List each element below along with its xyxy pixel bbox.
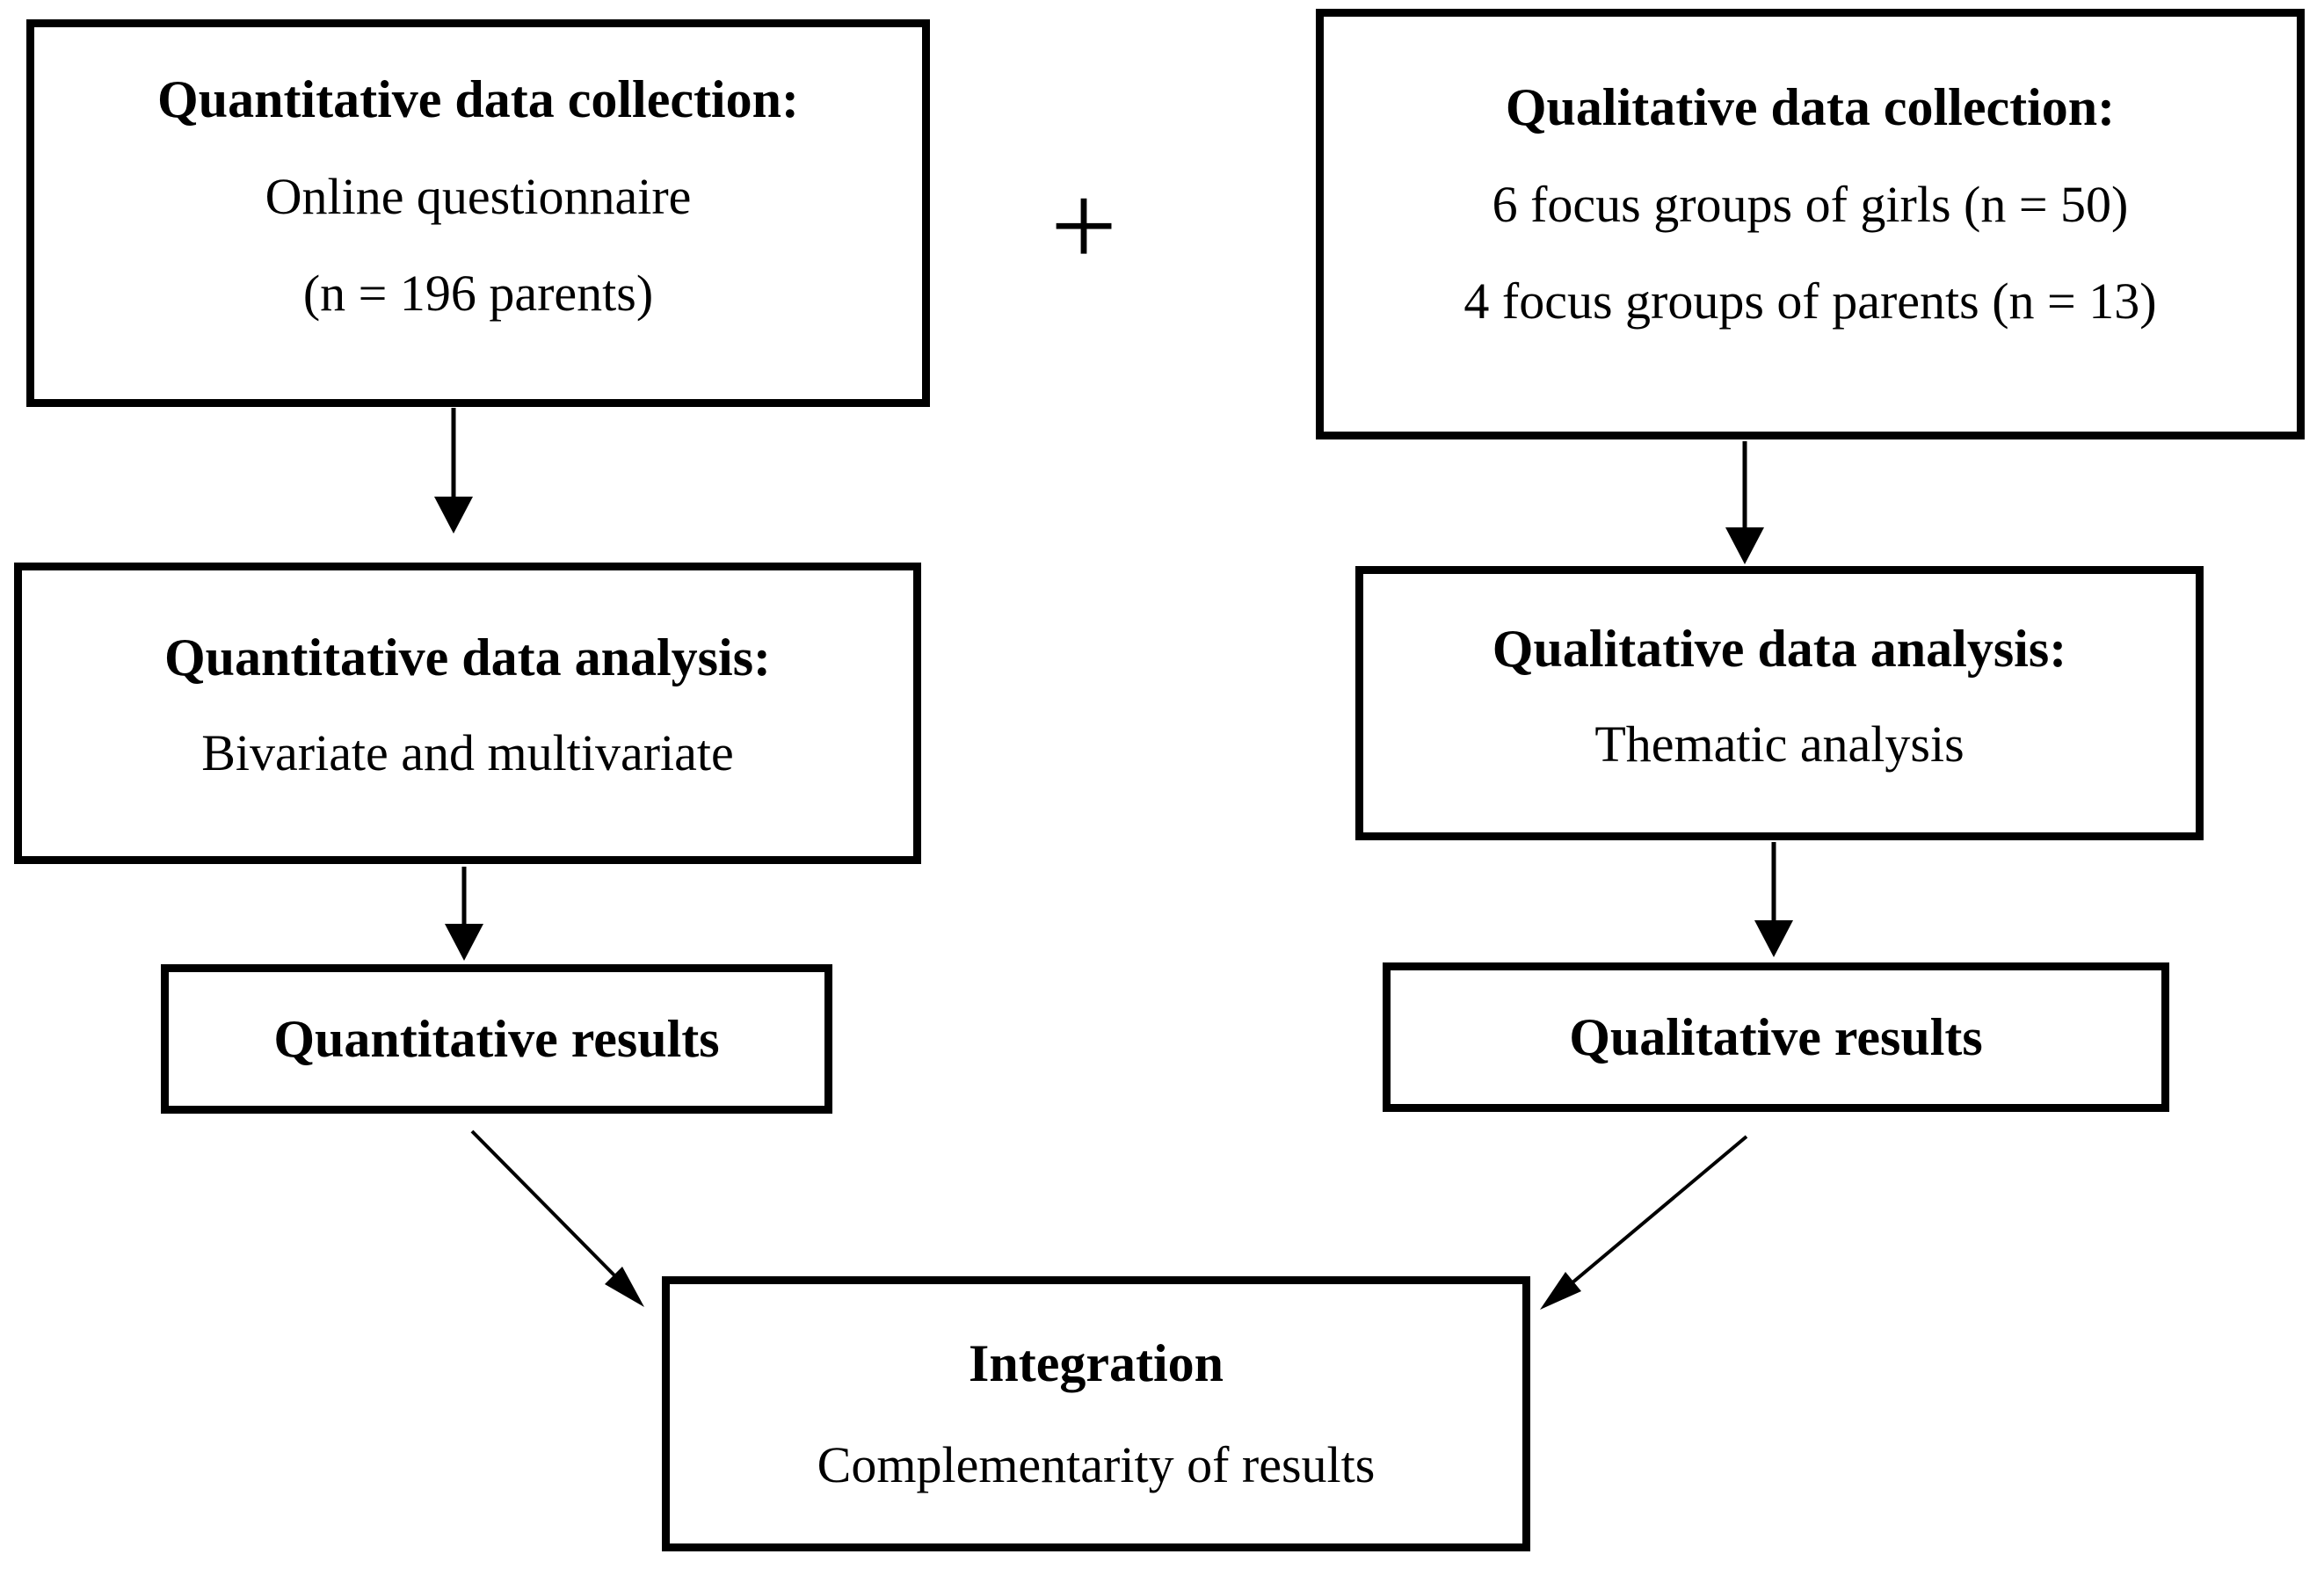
arrow-qual-analysis-to-results — [1754, 842, 1793, 957]
box-heading: Qualitative data collection: — [1505, 78, 2116, 136]
quantitative-data-collection-box: Quantitative data collection: Online que… — [26, 19, 930, 407]
box-line: 4 focus groups of parents (n = 13) — [1463, 272, 2157, 330]
arrow-qual-collection-to-analysis — [1725, 441, 1764, 564]
box-heading: Quantitative data analysis: — [163, 628, 772, 686]
box-heading: Qualitative data analysis: — [1492, 620, 2067, 678]
box-line: Bivariate and multivariate — [201, 723, 734, 781]
box-heading: Quantitative data collection: — [157, 69, 799, 128]
quantitative-data-analysis-box: Quantitative data analysis: Bivariate an… — [14, 563, 921, 864]
quantitative-results-box: Quantitative results — [161, 964, 832, 1114]
qualitative-data-collection-box: Qualitative data collection: 6 focus gro… — [1316, 9, 2305, 439]
box-line: 6 focus groups of girls (n = 50) — [1492, 176, 2129, 233]
box-heading: Quantitative results — [273, 1010, 720, 1068]
box-line: Thematic analysis — [1594, 715, 1965, 773]
box-heading: Qualitative results — [1569, 1008, 1983, 1066]
arrow-qual-results-to-integration — [1540, 1135, 1748, 1310]
box-line: Online questionnaire — [265, 167, 692, 225]
box-heading: Integration — [969, 1334, 1224, 1392]
qualitative-results-box: Qualitative results — [1383, 962, 2169, 1112]
box-line: (n = 196 parents) — [302, 264, 654, 322]
integration-box: Integration Complementarity of results — [662, 1276, 1530, 1551]
arrow-quant-collection-to-analysis — [434, 408, 473, 534]
arrow-quant-analysis-to-results — [445, 867, 483, 961]
plus-symbol: + — [1049, 160, 1118, 292]
arrow-quant-results-to-integration — [470, 1129, 644, 1307]
qualitative-data-analysis-box: Qualitative data analysis: Thematic anal… — [1355, 566, 2204, 840]
box-line: Complementarity of results — [817, 1436, 1376, 1493]
